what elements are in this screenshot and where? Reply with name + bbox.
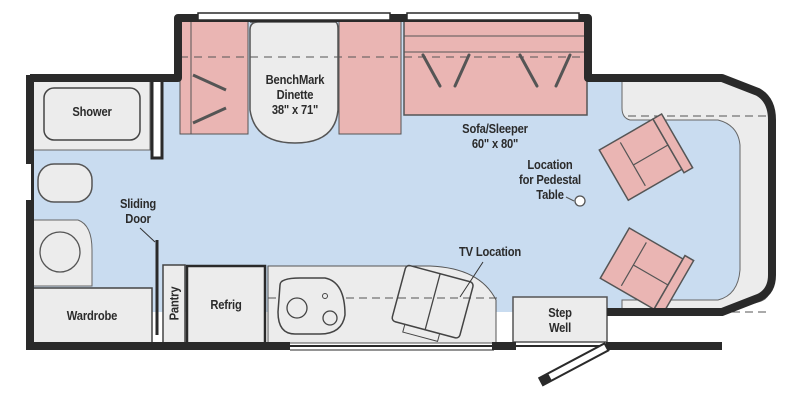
tv-mount — [391, 264, 474, 342]
step-well — [512, 296, 608, 343]
label-wardrobe: Wardrobe — [66, 308, 118, 323]
driver-seat[interactable] — [598, 112, 694, 204]
window-sofa — [406, 12, 580, 21]
passenger-seat[interactable] — [599, 225, 695, 316]
sink-counter — [31, 219, 93, 287]
toilet — [37, 163, 93, 203]
label-sliding-door: Sliding Door — [119, 196, 157, 226]
sink-bowl — [39, 231, 81, 273]
entry-door[interactable] — [537, 341, 610, 387]
stove — [277, 277, 346, 335]
tv-swivel-mount — [322, 293, 328, 299]
label-refrig: Refrig — [210, 297, 242, 312]
window-dinette — [197, 12, 391, 21]
label-dinette: BenchMark Dinette 38" x 71" — [265, 72, 325, 117]
label-step-well: Step Well — [548, 305, 572, 335]
label-tv-location: TV Location — [458, 244, 522, 259]
label-sofa-sleeper: Sofa/Sleeper 60" x 80" — [462, 121, 528, 151]
dinette-table — [249, 21, 339, 144]
exterior-wall — [30, 14, 776, 316]
label-pantry: Pantry — [166, 286, 182, 321]
shower-partition — [150, 78, 164, 160]
dinette-bench-left — [179, 19, 249, 135]
window-bath — [25, 164, 31, 200]
label-shower: Shower — [72, 104, 112, 119]
shower-pan — [43, 87, 141, 141]
label-pedestal-table: Location for Pedestal Table — [519, 157, 581, 202]
pedestal-table-location[interactable] — [574, 195, 586, 207]
dinette-bench-right — [338, 19, 402, 135]
